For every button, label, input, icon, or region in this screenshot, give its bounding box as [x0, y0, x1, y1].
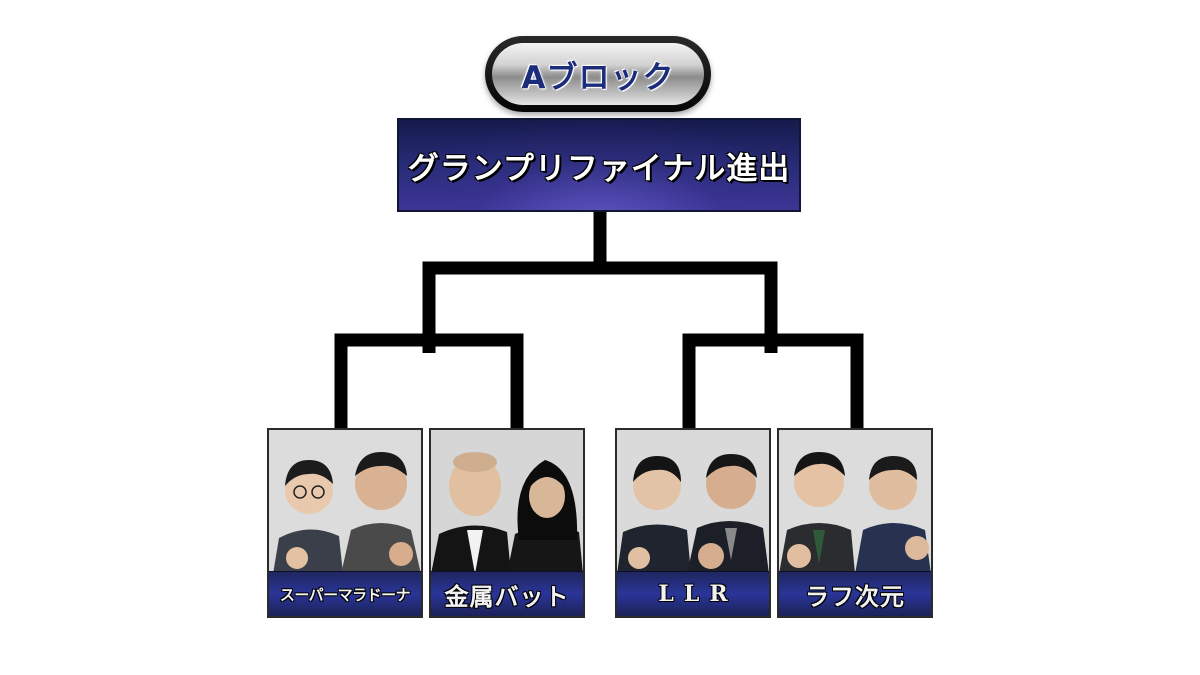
contestant-name: 金属バット: [444, 581, 570, 611]
contestant-card-super-maradona: スーパーマラドーナ: [267, 428, 423, 618]
block-badge-face: Aブロック: [492, 43, 704, 105]
contestant-nameplate: LLR: [617, 571, 769, 616]
final-label: グランプリファイナル進出: [407, 150, 791, 187]
contestant-nameplate: ラフ次元: [779, 571, 931, 616]
contestant-nameplate: 金属バット: [431, 571, 583, 616]
duo-photo: [431, 430, 583, 574]
contestant-name: ラフ次元: [805, 581, 905, 611]
bracket-line-left-pair: [334, 333, 524, 430]
duo-photo: [269, 430, 421, 574]
duo-photo: [617, 430, 769, 574]
contestant-card-kinzoku-bat: 金属バット: [429, 428, 585, 618]
contestant-card-llr: LLR: [615, 428, 771, 618]
duo-photo: [779, 430, 931, 574]
block-badge: Aブロック: [485, 36, 711, 112]
contestant-name: LLR: [658, 581, 738, 607]
bracket-line-semis: [422, 261, 778, 353]
block-label: Aブロック: [521, 59, 675, 96]
contestant-card-rafu-jigen: ラフ次元: [777, 428, 933, 618]
bracket-line-right-pair: [682, 333, 864, 430]
contestant-nameplate: スーパーマラドーナ: [269, 571, 421, 616]
final-banner: グランプリファイナル進出: [397, 118, 801, 212]
contestant-name: スーパーマラドーナ: [279, 585, 411, 604]
